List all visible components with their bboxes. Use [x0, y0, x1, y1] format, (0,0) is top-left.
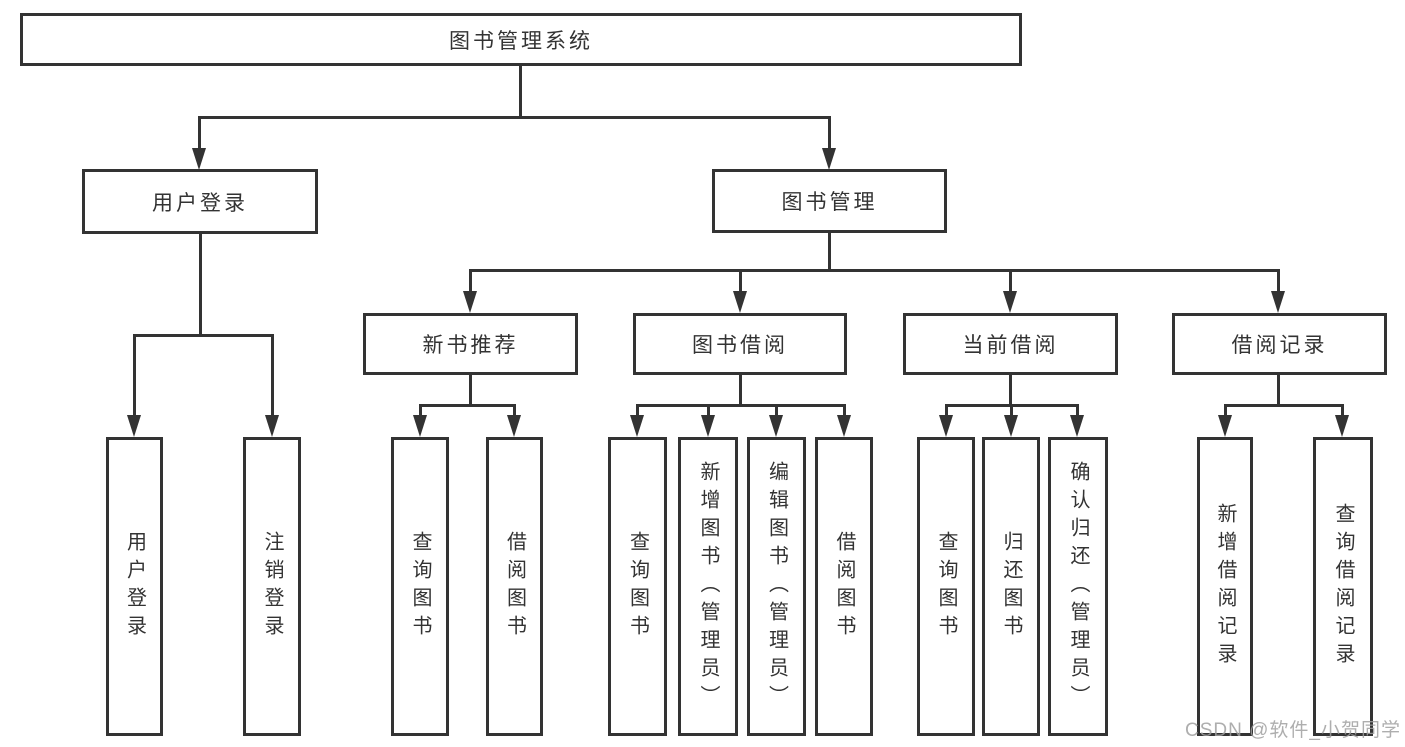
- node-label: 新增图书（管理员）: [697, 460, 719, 713]
- node-user-login: 用户登录: [82, 169, 318, 234]
- arrow-down-icon: [769, 415, 783, 437]
- node-label: 新书推荐: [422, 334, 519, 357]
- node-label: 查询图书: [935, 530, 957, 643]
- node-label: 查询借阅记录: [1332, 502, 1354, 671]
- connector-line: [945, 404, 948, 418]
- node-label: 图书管理: [781, 191, 878, 214]
- node-book-borrowing: 图书借阅: [633, 313, 847, 375]
- connector-line: [199, 234, 202, 335]
- node-label: 借阅图书: [833, 530, 855, 643]
- connector-line: [739, 375, 742, 406]
- connector-line: [198, 116, 831, 119]
- arrow-down-icon: [1003, 291, 1017, 313]
- leaf-borrow-books: 借阅图书: [486, 437, 543, 736]
- leaf-query-books: 查询图书: [608, 437, 667, 736]
- leaf-query-borrow-record: 查询借阅记录: [1313, 437, 1373, 736]
- node-borrowing-records: 借阅记录: [1172, 313, 1387, 375]
- node-book-management: 图书管理: [712, 169, 947, 233]
- connector-line: [828, 116, 831, 152]
- leaf-logout: 注销登录: [243, 437, 301, 736]
- arrow-down-icon: [630, 415, 644, 437]
- node-label: 查询图书: [626, 530, 649, 643]
- connector-line: [1076, 404, 1079, 418]
- connector-line: [1009, 269, 1012, 293]
- arrow-down-icon: [733, 291, 747, 313]
- node-label: 借阅记录: [1231, 334, 1328, 357]
- connector-line: [271, 334, 274, 416]
- node-label: 当前借阅: [962, 334, 1059, 357]
- connector-line: [636, 404, 845, 407]
- connector-line: [513, 404, 516, 418]
- node-label: 图书借阅: [692, 334, 788, 357]
- node-label: 注销登录: [261, 530, 283, 643]
- connector-line: [1224, 404, 1227, 418]
- connector-line: [469, 375, 472, 406]
- arrow-down-icon: [265, 415, 279, 437]
- arrow-down-icon: [822, 148, 836, 170]
- node-label: 用户登录: [152, 191, 248, 215]
- arrow-down-icon: [939, 415, 953, 437]
- arrow-down-icon: [413, 415, 427, 437]
- arrow-down-icon: [1004, 415, 1018, 437]
- connector-line: [1277, 269, 1280, 293]
- connector-line: [1010, 404, 1013, 418]
- node-label: 确认归还（管理员）: [1067, 460, 1089, 713]
- node-label: 借阅图书: [503, 530, 526, 643]
- leaf-query-books: 查询图书: [917, 437, 975, 736]
- connector-line: [133, 334, 136, 416]
- connector-line: [419, 404, 422, 418]
- connector-line: [469, 269, 1280, 272]
- leaf-query-books: 查询图书: [391, 437, 449, 736]
- arrow-down-icon: [1070, 415, 1084, 437]
- connector-line: [739, 269, 742, 293]
- arrow-down-icon: [192, 148, 206, 170]
- arrow-down-icon: [701, 415, 715, 437]
- connector-line: [133, 334, 274, 337]
- arrow-down-icon: [837, 415, 851, 437]
- connector-line: [469, 269, 472, 293]
- connector-line: [519, 64, 522, 118]
- node-label: 查询图书: [409, 530, 431, 643]
- node-label: 编辑图书（管理员）: [765, 460, 788, 713]
- leaf-add-borrow-record: 新增借阅记录: [1197, 437, 1253, 736]
- leaf-borrow-books: 借阅图书: [815, 437, 873, 736]
- connector-line: [1341, 404, 1344, 418]
- connector-line: [828, 233, 831, 271]
- leaf-user-login: 用户登录: [106, 437, 163, 736]
- leaf-return-books: 归还图书: [982, 437, 1040, 736]
- node-label: 图书管理系统: [449, 29, 593, 53]
- arrow-down-icon: [507, 415, 521, 437]
- connector-line: [1277, 375, 1280, 406]
- connector-line: [843, 404, 846, 418]
- node-new-book-recommendation: 新书推荐: [363, 313, 578, 375]
- connector-line: [775, 404, 778, 418]
- connector-line: [707, 404, 710, 418]
- node-root: 图书管理系统: [20, 13, 1022, 66]
- connector-line: [636, 404, 639, 418]
- connector-line: [198, 116, 201, 152]
- csdn-watermark: CSDN @软件_小贺同学: [1185, 720, 1401, 741]
- node-label: 用户登录: [123, 530, 146, 643]
- arrow-down-icon: [1271, 291, 1285, 313]
- node-label: 归还图书: [1000, 530, 1022, 643]
- leaf-confirm-return-admin: 确认归还（管理员）: [1048, 437, 1108, 736]
- node-label: 新增借阅记录: [1214, 502, 1236, 671]
- connector-line: [1009, 375, 1012, 406]
- connector-line: [419, 404, 516, 407]
- arrow-down-icon: [127, 415, 141, 437]
- arrow-down-icon: [1335, 415, 1349, 437]
- connector-line: [1224, 404, 1344, 407]
- leaf-add-book-admin: 新增图书（管理员）: [678, 437, 738, 736]
- leaf-edit-book-admin: 编辑图书（管理员）: [747, 437, 806, 736]
- node-current-borrowing: 当前借阅: [903, 313, 1118, 375]
- arrow-down-icon: [1218, 415, 1232, 437]
- arrow-down-icon: [463, 291, 477, 313]
